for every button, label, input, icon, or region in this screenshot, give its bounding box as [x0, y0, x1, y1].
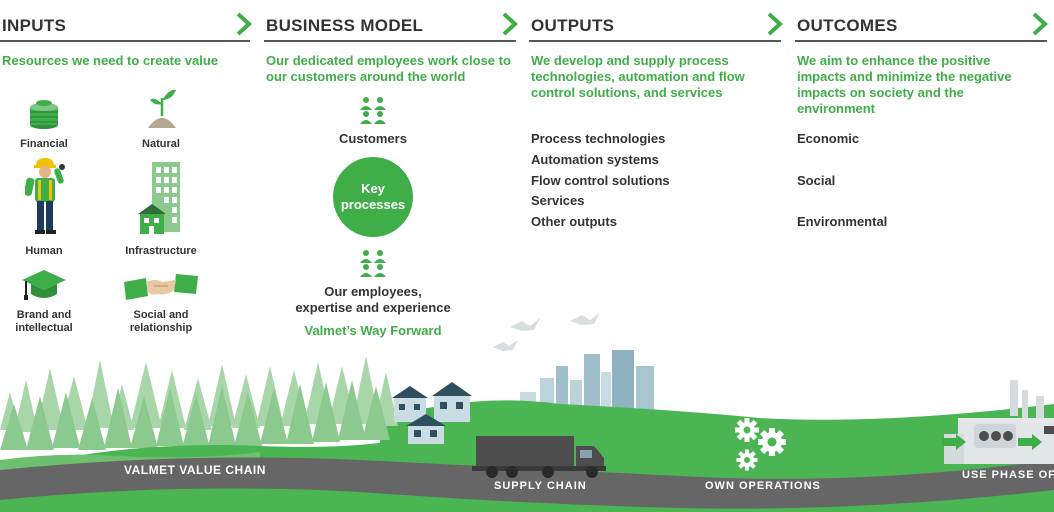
value-chain-road — [0, 457, 1054, 509]
output-item: Services — [531, 193, 585, 208]
chevron-right-icon — [236, 12, 252, 36]
handshake-icon — [124, 274, 198, 300]
factory-icon — [942, 380, 1054, 464]
houses-icon — [392, 382, 472, 444]
outputs-rule — [529, 40, 781, 42]
building-icon — [138, 162, 180, 234]
input-natural-label: Natural — [142, 138, 180, 150]
truck-icon — [472, 436, 606, 478]
way-forward-label: Valmet’s Way Forward — [304, 323, 442, 338]
output-item: Process technologies — [531, 131, 666, 146]
customers-label: Customers — [339, 131, 407, 146]
use-phase-label: USE PHASE OF — [962, 469, 1054, 481]
inputs-title: INPUTS — [2, 16, 67, 35]
input-brand-label: Brand and intellectual — [15, 309, 73, 334]
chevron-right-icon — [502, 12, 518, 36]
inputs-subtitle: Resources we need to create value — [2, 53, 219, 68]
worker-icon — [25, 158, 65, 234]
outcomes-rule — [795, 40, 1047, 42]
business-model-subtitle: Our dedicated employees work close to ou… — [266, 53, 511, 84]
output-item: Automation systems — [531, 152, 659, 167]
value-chain-title: VALMET VALUE CHAIN — [124, 463, 266, 477]
own-operations-label: OWN OPERATIONS — [705, 480, 821, 492]
input-human-label: Human — [25, 245, 63, 257]
birds-icon — [493, 313, 600, 351]
output-item: Flow control solutions — [531, 173, 670, 188]
seedling-icon — [148, 89, 176, 128]
outputs-title: OUTPUTS — [531, 16, 615, 35]
people-group-icon — [360, 97, 386, 124]
chevron-right-icon — [1032, 12, 1048, 36]
key-processes-label-line2: processes — [340, 197, 406, 212]
outputs-subtitle: We develop and supply process technologi… — [531, 53, 745, 100]
outcomes-subtitle: We aim to enhance the positive impacts a… — [797, 53, 1012, 116]
chevron-right-icon — [767, 12, 783, 36]
outcomes-title: OUTCOMES — [797, 16, 898, 35]
input-financial-label: Financial — [20, 138, 68, 150]
inputs-rule — [0, 40, 250, 42]
outcome-item: Social — [797, 173, 836, 188]
input-infrastructure-label: Infrastructure — [125, 245, 197, 257]
people-group-icon — [360, 250, 386, 277]
business-model-rule — [264, 40, 516, 42]
employees-label: Our employees, expertise and experience — [295, 284, 451, 315]
key-processes-circle: Key processes — [333, 157, 413, 237]
key-processes-label-line1: Key — [361, 181, 385, 196]
outcome-item: Economic — [797, 131, 860, 146]
graduation-cap-icon — [22, 270, 66, 300]
gears-icon — [735, 418, 786, 471]
business-model-title: BUSINESS MODEL — [266, 16, 424, 35]
outcome-item: Environmental — [797, 214, 888, 229]
supply-chain-label: SUPPLY CHAIN — [494, 480, 587, 492]
output-item: Other outputs — [531, 214, 617, 229]
input-social-label: Social and relationship — [129, 309, 193, 334]
coins-icon — [30, 100, 58, 129]
